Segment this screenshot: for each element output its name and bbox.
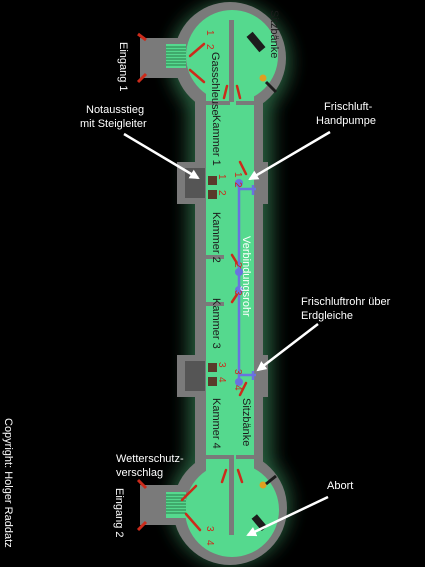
door-num: 2: [216, 190, 227, 196]
door-num: 3: [232, 290, 243, 296]
label-kammer-3: Kammer 3: [210, 298, 222, 349]
entrance-1-stairs: [136, 32, 186, 84]
door-num: 3: [204, 526, 215, 532]
label-notausstieg-2: mit Steigleiter: [80, 118, 147, 130]
door-num: 4: [216, 377, 227, 383]
callout-arrows: [123, 130, 331, 537]
label-sitzbaenke-bottom: Sitzbänke: [240, 398, 252, 446]
label-frischluft-1: Frischluft-: [324, 101, 373, 113]
entrance-2-stairs: [136, 478, 186, 532]
door-num: 2: [204, 44, 215, 50]
callouts: Notausstieg mit Steigleiter Frischluft- …: [80, 101, 391, 492]
label-copyright: Copyright: Holger Raddatz: [2, 418, 14, 548]
label-frischluftrohr-1: Frischluftrohr über: [301, 296, 391, 308]
door-num: 4: [232, 385, 243, 391]
label-kammer-1: Kammer 1: [210, 115, 222, 166]
label-frischluft-2: Handpumpe: [316, 115, 376, 127]
label-wetterschutz-1: Wetterschutz-: [116, 453, 184, 465]
door-num: 1: [216, 174, 227, 180]
doors: [180, 42, 248, 532]
door-num: 2: [232, 182, 243, 188]
label-abort: Abort: [327, 480, 353, 492]
label-gasschleuse: Gasschleuse: [209, 52, 221, 116]
walls-dark: [206, 20, 254, 535]
door-num: 2: [232, 262, 243, 268]
door-num: 3: [232, 369, 243, 375]
door-num: 1: [232, 172, 243, 178]
pipe-connectors: [235, 179, 243, 386]
label-wetterschutz-2: verschlag: [116, 467, 163, 479]
label-kammer-2: Kammer 2: [210, 212, 222, 263]
label-kammer-4: Kammer 4: [210, 398, 222, 449]
fresh-air-pipe: [237, 183, 256, 380]
door-num: 3: [216, 362, 227, 368]
label-eingang-2: Eingang 2: [113, 488, 125, 538]
door-num: 4: [204, 540, 215, 546]
label-frischluftrohr-2: Erdgleiche: [301, 310, 353, 322]
chamber-labels: Gasschleuse Kammer 1 Kammer 2 Kammer 3 K…: [2, 10, 280, 548]
door-num: 1: [204, 30, 215, 36]
door-numbers: 1 2 1 2 1 2 2 3 3 4 3 4 3 4: [204, 30, 243, 546]
label-eingang-1: Eingang 1: [117, 42, 129, 92]
label-notausstieg-1: Notausstieg: [86, 104, 144, 116]
label-sitzbaenke-top: Sitzbänke: [268, 10, 280, 58]
label-verbindungsrohr: Verbindungsrohr: [240, 236, 252, 317]
